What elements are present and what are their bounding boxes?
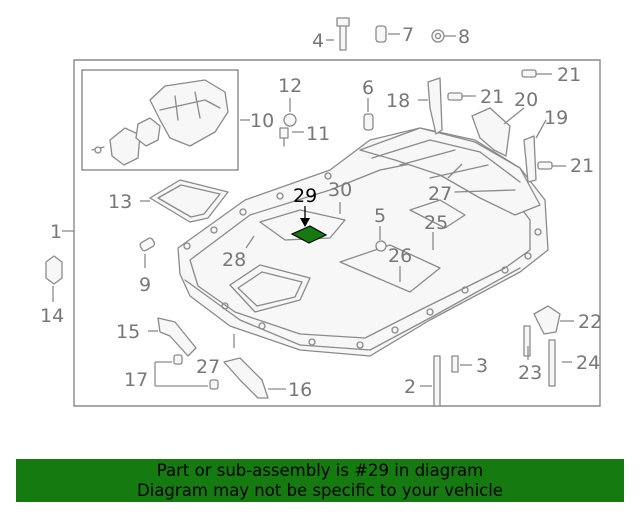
callout-20: 20	[514, 89, 538, 111]
callout-22: 22	[578, 311, 602, 333]
callout-3: 3	[476, 355, 488, 377]
part-11-bolt[interactable]	[279, 127, 289, 147]
part-5-nut[interactable]	[375, 240, 387, 252]
banner-line-1: Part or sub-assembly is #29 in diagram	[156, 461, 484, 480]
part-6-plug[interactable]	[363, 113, 374, 131]
callout-8: 8	[458, 26, 470, 48]
callout-12: 12	[278, 75, 302, 97]
callout-5: 5	[374, 205, 386, 227]
callout-18: 18	[386, 90, 410, 112]
callout-19: 19	[544, 107, 568, 129]
callout-25: 25	[424, 212, 448, 234]
part-24-stud[interactable]	[548, 339, 556, 387]
info-banner: Part or sub-assembly is #29 in diagram D…	[16, 459, 624, 502]
callout-15: 15	[116, 321, 140, 343]
assembly-frame	[73, 59, 601, 407]
callout-21b: 21	[480, 86, 504, 108]
callout-27b: 27	[196, 356, 220, 378]
part-17-bolts[interactable]	[173, 354, 219, 390]
part-16-bracket[interactable]	[223, 357, 269, 399]
callout-7: 7	[402, 24, 414, 46]
part-19-bracket[interactable]	[523, 135, 537, 183]
leader-lines	[52, 33, 574, 390]
part-4-bolt[interactable]	[336, 17, 350, 51]
callout-24: 24	[576, 352, 600, 374]
callout-1: 1	[50, 221, 62, 243]
callout-30: 30	[328, 179, 352, 201]
part-20-bracket[interactable]	[471, 107, 511, 157]
callout-28: 28	[222, 249, 246, 271]
callout-4: 4	[312, 30, 324, 52]
callout-23: 23	[518, 362, 542, 384]
part-9-plug[interactable]	[139, 237, 156, 252]
callout-29: 29	[293, 185, 317, 207]
part-2-bolt[interactable]	[433, 355, 441, 407]
callout-21c: 21	[570, 155, 594, 177]
part-14-sensor[interactable]	[45, 255, 63, 285]
callout-11: 11	[306, 123, 330, 145]
callout-6: 6	[362, 77, 374, 99]
part-21-bolts[interactable]	[447, 69, 553, 170]
part-22-bracket[interactable]	[533, 305, 561, 335]
banner-line-2: Diagram may not be specific to your vehi…	[137, 481, 503, 500]
part-18-bracket[interactable]	[427, 77, 443, 135]
part-10-bracket-assembly[interactable]	[91, 79, 229, 166]
callout-2: 2	[404, 376, 416, 398]
part-7-clip[interactable]	[375, 25, 387, 43]
callout-26: 26	[388, 245, 412, 267]
parts-diagram: 1 2 3 4 5 6 7 8 9 10 11 12 13 14 15 16 1…	[40, 17, 602, 407]
callout-17: 17	[124, 369, 148, 391]
callout-10: 10	[250, 110, 274, 132]
tray-bolt-holes	[183, 172, 542, 349]
part-29-highlighted[interactable]	[290, 225, 328, 244]
part-15-bracket[interactable]	[157, 317, 197, 357]
callout-9: 9	[139, 274, 151, 296]
inset-frame	[81, 69, 239, 171]
callout-27a: 27	[428, 183, 452, 205]
part-23-bolt[interactable]	[523, 325, 531, 357]
callout-21a: 21	[557, 64, 581, 86]
part-3-bolt[interactable]	[451, 355, 459, 373]
callout-14: 14	[40, 305, 64, 327]
part-13-gasket[interactable]	[149, 179, 229, 223]
callout-16: 16	[288, 379, 312, 401]
battery-tray[interactable]	[177, 127, 549, 357]
callout-13: 13	[108, 191, 132, 213]
part-8-nut[interactable]	[431, 29, 445, 43]
part-12-nut[interactable]	[283, 113, 297, 127]
